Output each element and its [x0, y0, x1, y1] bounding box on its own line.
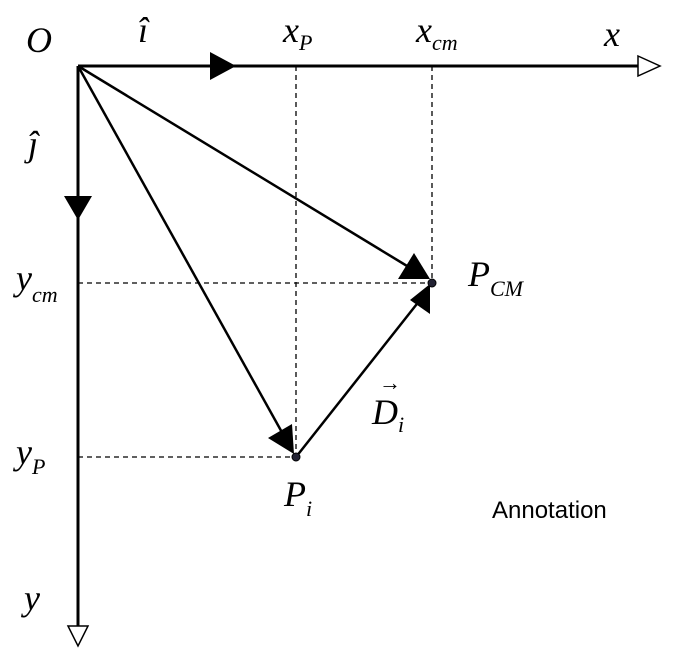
xcm-label: xcm — [415, 10, 458, 55]
vector-pcm-arrowhead — [398, 253, 430, 279]
annotation-text: Annotation — [492, 497, 607, 524]
unit-i-label: î — [138, 10, 150, 50]
x-axis-arrowhead — [637, 54, 662, 78]
unit-i-arrowhead — [210, 52, 236, 80]
unit-j-arrowhead — [64, 196, 92, 220]
vector-origin-to-pi — [76, 65, 286, 437]
d-i-arrow-mark: → — [379, 370, 401, 395]
y-axis-label: y — [21, 578, 40, 618]
d-i-label: Di — [371, 392, 404, 437]
unit-j-label: ĵ — [24, 124, 40, 164]
vector-origin-to-pcm — [77, 64, 413, 271]
vector-d-i — [295, 299, 421, 458]
vector-d-i-arrowhead — [410, 284, 430, 314]
origin-label: O — [26, 20, 52, 60]
x-axis-label: x — [603, 14, 620, 54]
xp-label: xP — [282, 10, 312, 55]
point-pcm — [427, 278, 437, 288]
y-axis-arrowhead — [66, 625, 90, 648]
vector-pi-arrowhead — [268, 424, 294, 454]
pcm-label: PCM — [467, 254, 525, 301]
ycm-label: ycm — [13, 258, 58, 307]
point-pi — [291, 452, 301, 462]
pi-label: Pi — [283, 474, 312, 521]
yp-label: yP — [13, 432, 45, 479]
